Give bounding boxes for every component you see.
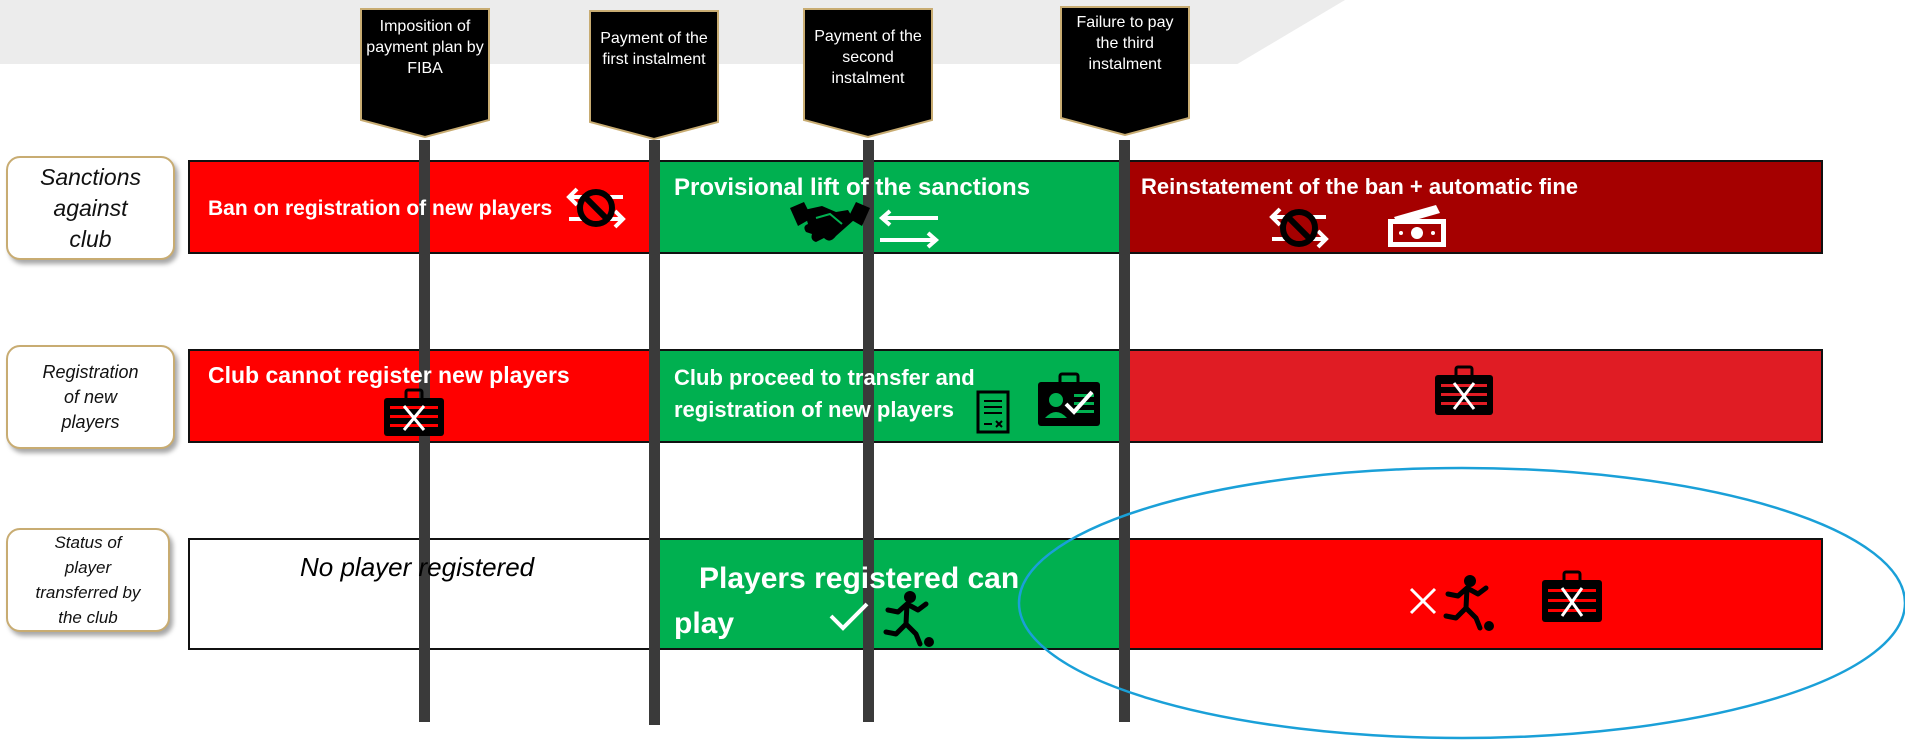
contract-icon — [976, 390, 1010, 434]
player-kick-icon — [883, 591, 934, 647]
milestone-second-instalment: Payment of the second instalment — [803, 8, 933, 138]
registration-phase-1-text: Club cannot register new players — [208, 362, 570, 388]
status-phase-2-text: Players registered can play — [674, 562, 1020, 640]
row-label-status: Status of player transferred by the club — [6, 528, 170, 632]
milestone-first-instalment: Payment of the first instalment — [589, 10, 719, 140]
sanctions-phase-3-cell — [1123, 160, 1823, 254]
sanctions-phase-2-text: Provisional lift of the sanctions — [674, 174, 1031, 201]
row-label-sanctions: Sanctions against club — [6, 156, 175, 260]
milestone-imposition: Imposition of payment plan by FIBA — [360, 8, 490, 138]
no-transfer-icon — [1269, 207, 1329, 249]
status-phase-1-text: No player registered — [300, 552, 535, 582]
milestone-label: Imposition of payment plan by FIBA — [366, 18, 484, 77]
sanctions-phase-1-text: Ban on registration of new players — [208, 197, 553, 220]
milestone-label: Failure to pay the third instalment — [1076, 14, 1174, 73]
handshake-icon — [790, 202, 870, 242]
timeline-line-2 — [649, 140, 660, 725]
sanctions-phase-3-text: Reinstatement of the ban + automatic fin… — [1141, 174, 1579, 199]
id-card-crossed-icon — [1435, 365, 1493, 415]
timeline-line-3 — [863, 140, 874, 722]
milestone-third-failure: Failure to pay the third instalment — [1060, 6, 1190, 136]
row-label-registration: Registration of new players — [6, 345, 175, 449]
player-kick-icon — [1443, 575, 1494, 631]
cross-icon — [1409, 587, 1437, 615]
money-icon — [1388, 205, 1446, 247]
id-card-crossed-icon — [1542, 570, 1602, 622]
milestone-label: Payment of the first instalment — [600, 30, 708, 68]
registration-phase-2-text: Club proceed to transfer and registratio… — [674, 365, 975, 422]
milestone-label: Payment of the second instalment — [814, 28, 922, 87]
no-transfer-icon — [566, 187, 626, 229]
transfer-arrows-icon — [878, 209, 940, 249]
checkmark-icon — [829, 602, 869, 631]
row-label-text: Sanctions against club — [39, 163, 141, 252]
row-label-text: Status of player transferred by the club — [35, 533, 141, 627]
timeline-line-4 — [1119, 140, 1130, 722]
row-label-text: Registration of new players — [42, 361, 139, 432]
id-card-check-icon — [1038, 372, 1100, 426]
id-card-crossed-icon — [384, 388, 444, 436]
